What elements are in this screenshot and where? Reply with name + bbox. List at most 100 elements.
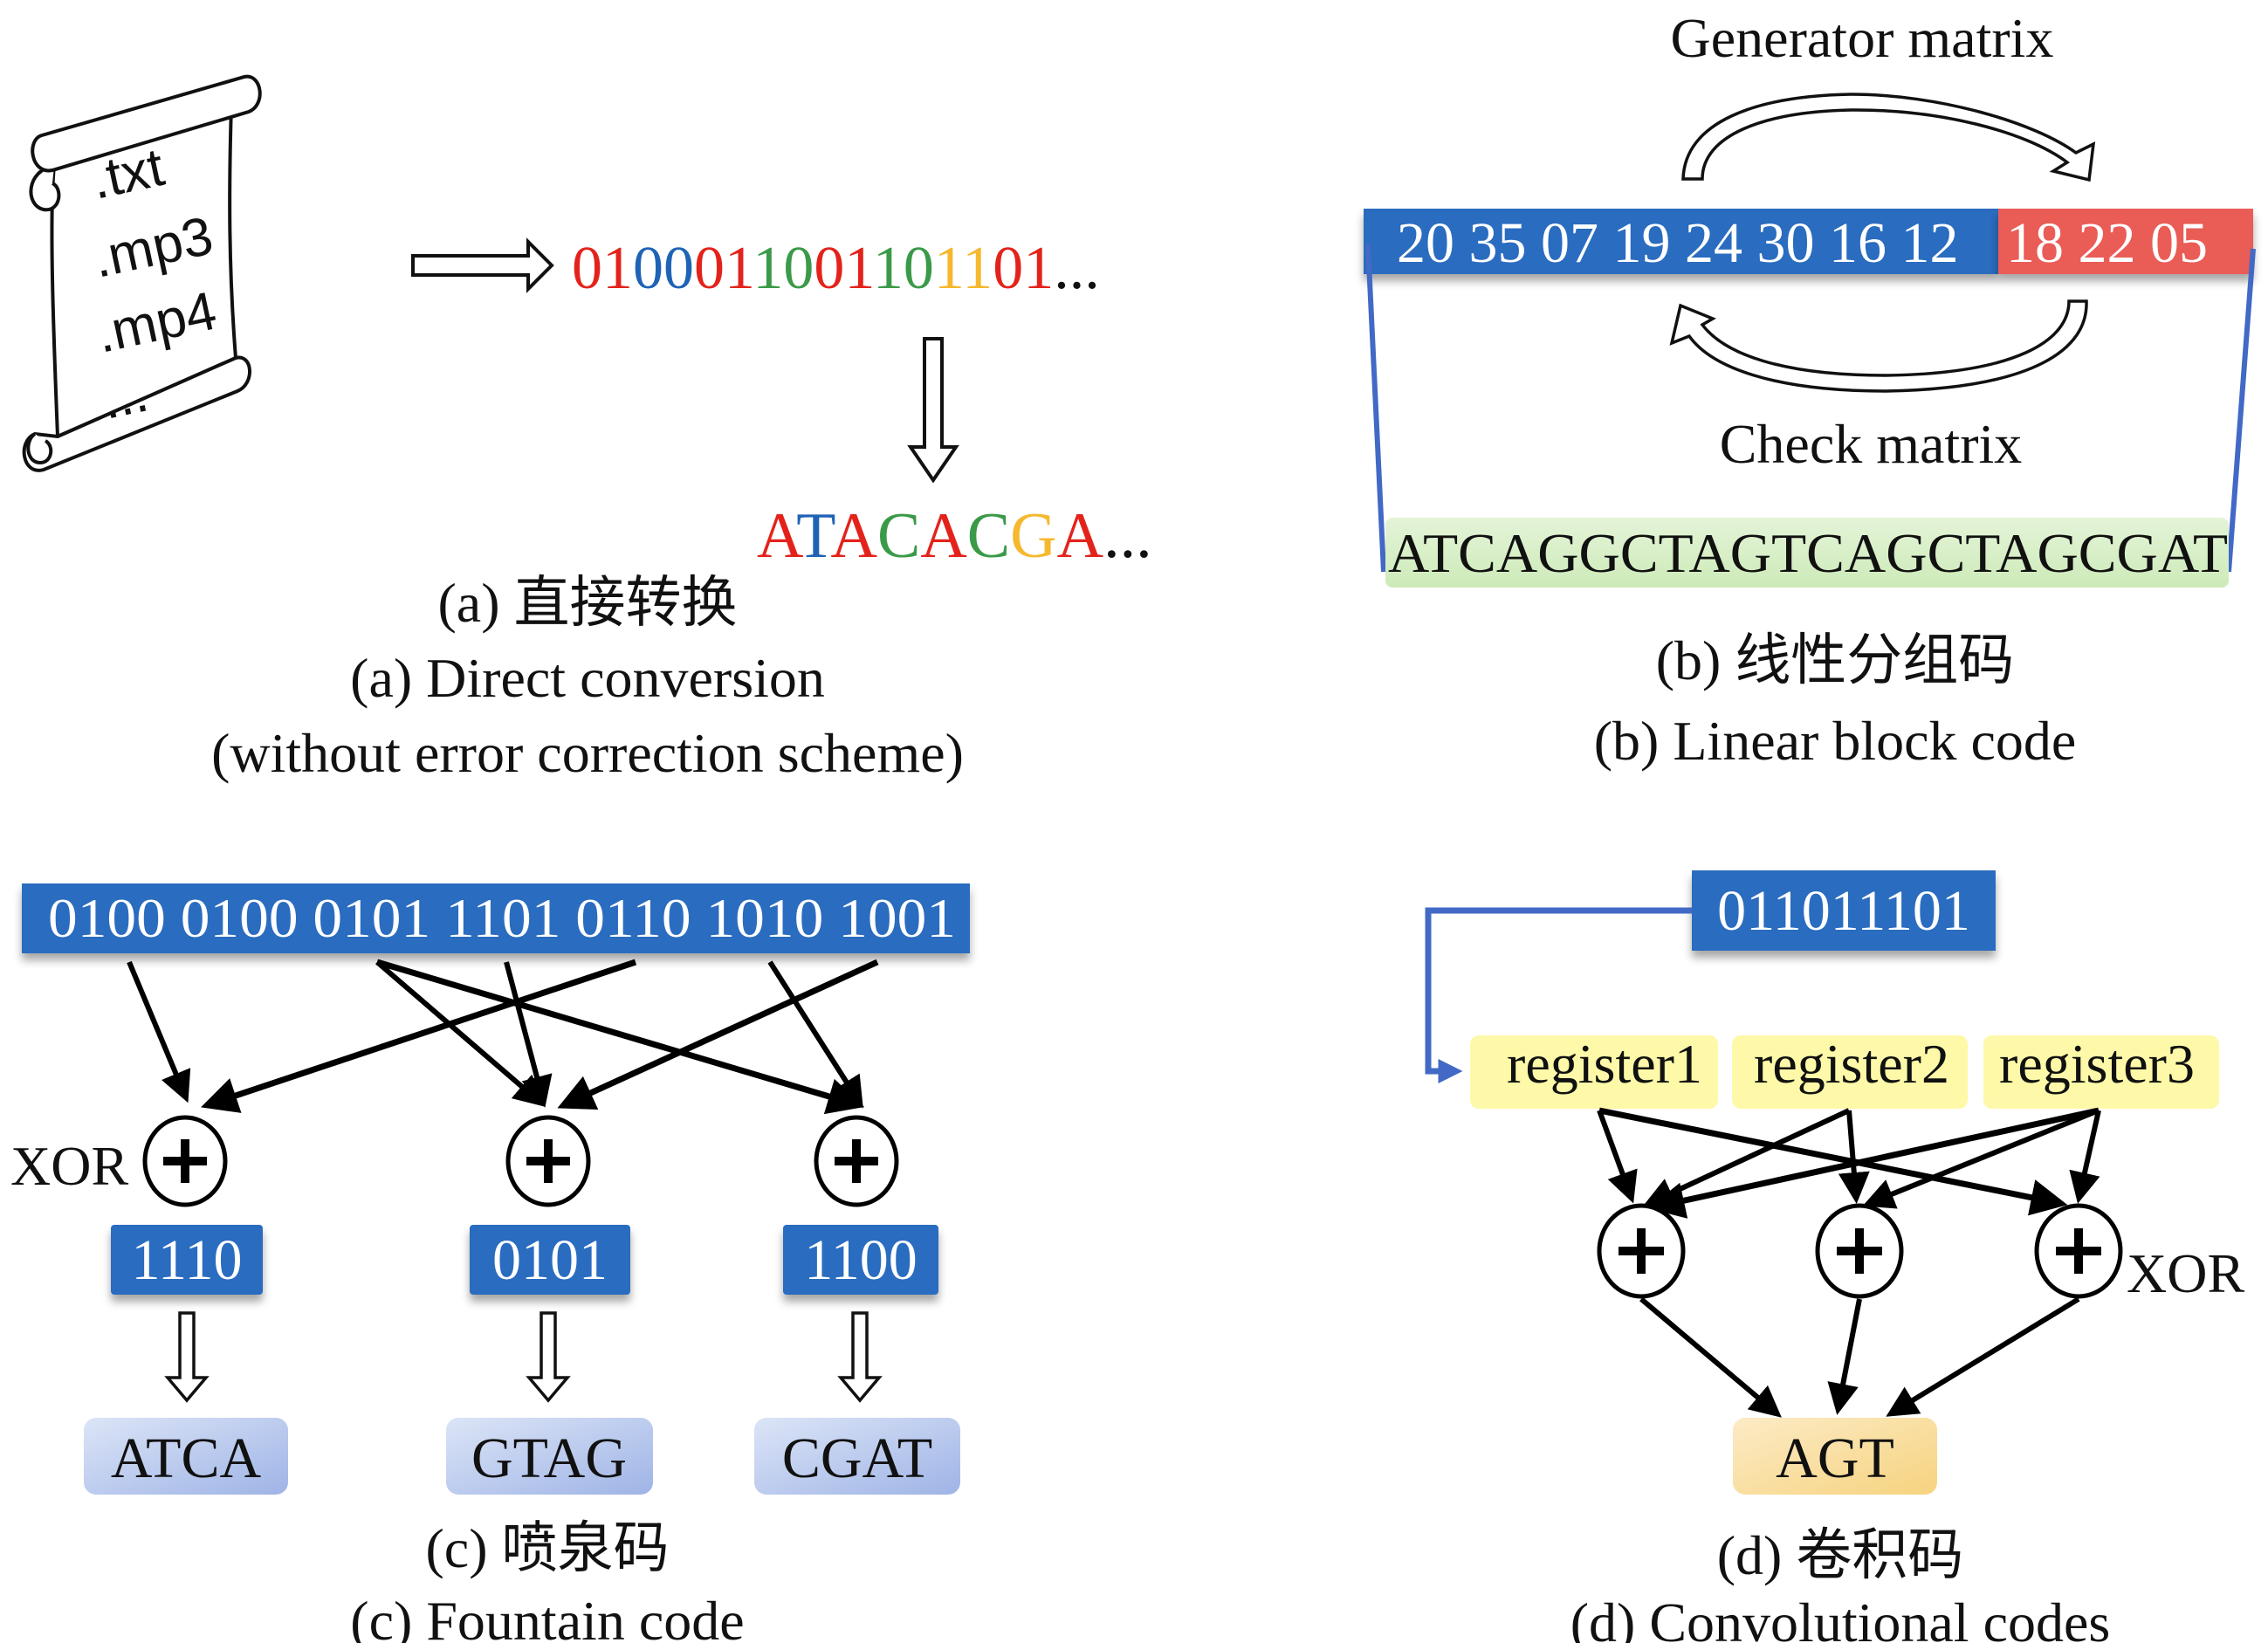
edge <box>1886 1296 2080 1417</box>
output-dna-block <box>1733 1418 1937 1495</box>
dna-base: G <box>1010 500 1056 572</box>
curved-arrow-generator-icon <box>1681 93 2096 182</box>
xor-node-c1 <box>142 1115 228 1207</box>
binary-digit: 1 <box>602 235 633 302</box>
dna-base: C <box>967 500 1010 572</box>
connector-line-right <box>2226 248 2256 573</box>
binary-digit: 1 <box>753 235 783 302</box>
xor-label-d: XOR <box>2127 1242 2244 1304</box>
caption-cn-c: (c) 喷泉码 <box>425 1517 669 1579</box>
encoded-block-1 <box>111 1225 263 1295</box>
check-matrix-label: Check matrix <box>1720 413 2023 475</box>
edge <box>376 959 865 1115</box>
encoded-text-3: 1100 <box>804 1228 918 1292</box>
edge <box>1838 1110 1870 1204</box>
binary-digit: 1 <box>1023 235 1054 302</box>
binary-digit: 0 <box>904 235 934 302</box>
binary-digit: 1 <box>725 235 753 302</box>
dna-base: A <box>831 500 877 572</box>
edge <box>767 960 863 1109</box>
connector-line-left <box>1365 244 1386 573</box>
edge <box>1598 1107 2068 1216</box>
binary-digit: 1 <box>873 235 904 302</box>
source-bits-block <box>22 883 970 953</box>
binary-digit: 1 <box>962 235 993 302</box>
caption-en-c: (c) Fountain code <box>350 1590 744 1643</box>
encoded-text-2: 0101 <box>492 1228 608 1292</box>
edge <box>1647 1107 2100 1219</box>
caption-cn-b: (b) 线性分组码 <box>1656 629 2015 691</box>
register-block-3 <box>1983 1035 2219 1109</box>
register-text-3: register3 <box>1999 1033 2195 1095</box>
input-bits-text: 011011101 <box>1717 879 1970 943</box>
generator-matrix-label: Generator matrix <box>1671 7 2054 69</box>
dna-block-2 <box>446 1418 653 1495</box>
xor-node-d3 <box>2034 1203 2123 1299</box>
output-edges <box>1639 1296 2080 1418</box>
panel-d: 011011101 register1 register2 register3 <box>1425 870 2244 1643</box>
dna-base: A <box>757 500 803 572</box>
feed-connector <box>1425 907 1692 1083</box>
input-bits-block <box>1692 870 1996 951</box>
parity-symbols-text: 18 22 05 <box>2006 211 2208 275</box>
down-arrow-icon <box>526 1311 571 1403</box>
xor-node-c2 <box>505 1115 591 1207</box>
binary-digit: 1 <box>844 235 872 302</box>
binary-string: 0100011001101101... <box>572 235 1100 302</box>
edge <box>201 959 637 1113</box>
convolution-edges <box>1597 1107 2101 1219</box>
ellipsis: ... <box>1103 500 1152 572</box>
register-block-1 <box>1470 1035 1718 1109</box>
dna-sequence-block <box>1385 518 2229 588</box>
encoded-block-3 <box>783 1225 938 1295</box>
register-block-2 <box>1732 1035 1968 1109</box>
binary-digit: 0 <box>694 235 725 302</box>
xor-label-c: XOR <box>10 1135 128 1197</box>
xor-node-c3 <box>814 1115 899 1207</box>
binary-digit: 0 <box>663 235 694 302</box>
fountain-edges <box>127 959 879 1115</box>
caption-en-a-sub: (without error correction scheme) <box>211 722 964 784</box>
panel-a: .txt .mp3 .mp4 ... 0100011001101101... A… <box>22 74 1152 784</box>
dna-base: C <box>877 500 920 572</box>
edge <box>1862 1108 2100 1209</box>
binary-digit: 0 <box>572 235 602 302</box>
output-dna-text: AGT <box>1776 1426 1894 1490</box>
dna-base: A <box>1057 500 1103 572</box>
scroll-item-txt: .txt <box>86 137 169 211</box>
dna-sequence-text: ATCAGGCTAGTCAGCTAGCGAT <box>1388 522 2228 584</box>
register-text-2: register2 <box>1754 1033 1949 1095</box>
binary-digit: 0 <box>783 235 814 302</box>
info-symbols-text: 20 35 07 19 24 30 16 12 <box>1397 211 1959 275</box>
dna-string: ATACACGA... <box>757 500 1152 572</box>
edge <box>375 959 546 1107</box>
binary-digit: 1 <box>934 235 962 302</box>
edge <box>127 960 191 1103</box>
caption-cn-a: (a) 直接转换 <box>437 572 737 634</box>
right-arrow-icon <box>411 237 554 293</box>
edge <box>1827 1298 1862 1415</box>
dna-block-1 <box>84 1418 288 1495</box>
curved-arrow-check-icon <box>1669 299 2088 393</box>
caption-cn-d: (d) 卷积码 <box>1717 1524 1964 1586</box>
down-arrow-icon <box>837 1311 883 1403</box>
xor-node-d1 <box>1597 1203 1686 1299</box>
dna-base: A <box>920 500 966 572</box>
caption-en-d: (d) Convolutional codes <box>1570 1591 2111 1643</box>
encoded-block-2 <box>470 1225 630 1295</box>
dna-text-2: GTAG <box>471 1426 627 1490</box>
binary-digit: 0 <box>814 235 844 302</box>
edge <box>1639 1296 1782 1418</box>
file-scroll-icon <box>22 74 262 472</box>
binary-digit: 0 <box>633 235 663 302</box>
dna-text-3: CGAT <box>782 1426 932 1490</box>
source-bits-text: 0100 0100 0101 1101 0110 1010 1001 <box>48 887 956 949</box>
binary-digit: 0 <box>993 235 1023 302</box>
panel-c: 0100 0100 0101 1101 0110 1010 1001 XOR <box>10 883 970 1643</box>
edge <box>557 959 879 1110</box>
dna-text-1: ATCA <box>111 1426 262 1490</box>
caption-en-b: (b) Linear block code <box>1594 710 2077 772</box>
xor-node-d2 <box>1815 1203 1904 1299</box>
encoded-text-1: 1110 <box>131 1228 242 1292</box>
